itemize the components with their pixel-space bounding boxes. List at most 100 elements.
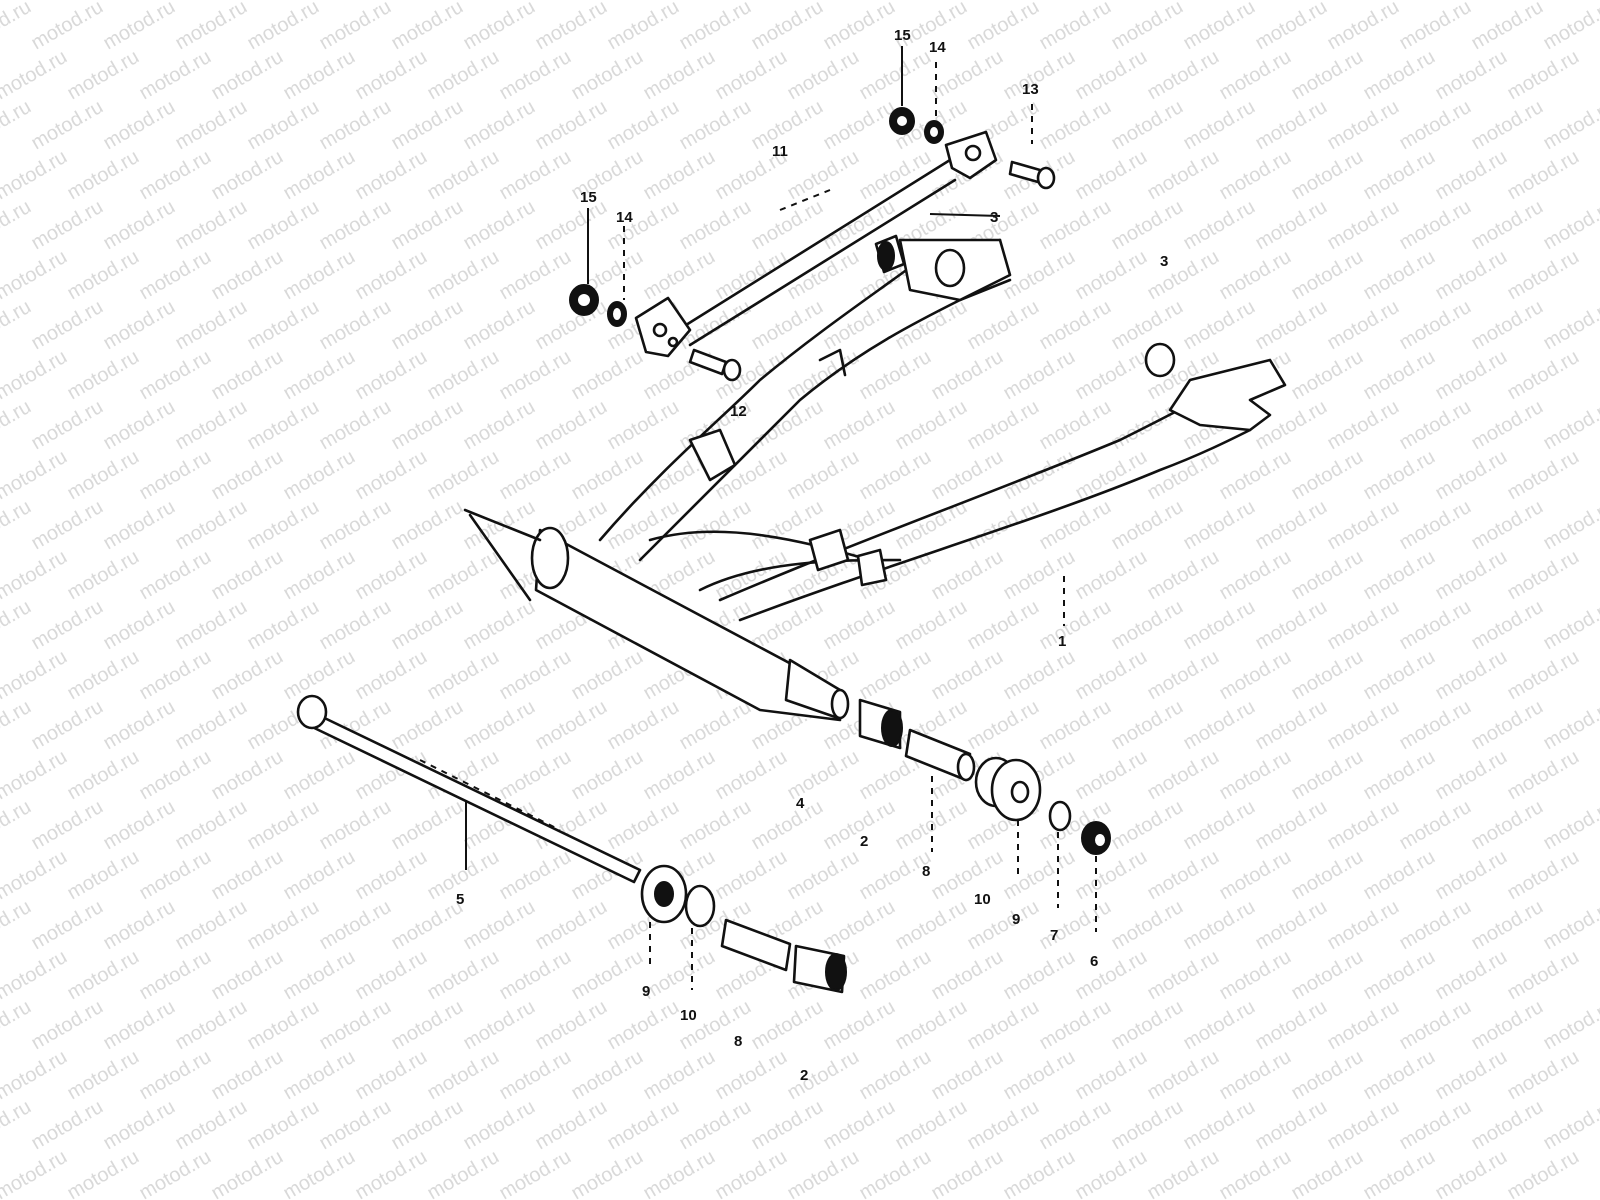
watermark-text: motod.ru bbox=[964, 1196, 1043, 1200]
watermark-text: motod.ru bbox=[1288, 246, 1367, 305]
watermark-text: motod.ru bbox=[964, 1096, 1043, 1155]
watermark-text: motod.ru bbox=[1360, 846, 1439, 905]
watermark-text: motod.ru bbox=[280, 746, 359, 805]
watermark-text: motod.ru bbox=[1288, 546, 1367, 605]
watermark-text: motod.ru bbox=[856, 46, 935, 105]
watermark-text: motod.ru bbox=[388, 496, 467, 555]
watermark-text: motod.ru bbox=[1108, 496, 1187, 555]
watermark-text: motod.ru bbox=[676, 0, 755, 54]
watermark-text: motod.ru bbox=[388, 396, 467, 455]
watermark-text: motod.ru bbox=[784, 846, 863, 905]
watermark-text: motod.ru bbox=[1000, 446, 1079, 505]
watermark-text: motod.ru bbox=[1468, 796, 1547, 855]
watermark-text: motod.ru bbox=[1036, 996, 1115, 1055]
watermark-text: motod.ru bbox=[928, 446, 1007, 505]
watermark-text: motod.ru bbox=[604, 1196, 683, 1200]
watermark-text: motod.ru bbox=[1432, 346, 1511, 405]
watermark-text: motod.ru bbox=[316, 1096, 395, 1155]
watermark-text: motod.ru bbox=[1108, 196, 1187, 255]
watermark-text: motod.ru bbox=[1540, 296, 1600, 355]
watermark-text: motod.ru bbox=[1252, 196, 1331, 255]
washer-9-left bbox=[640, 864, 688, 924]
watermark-text: motod.ru bbox=[604, 696, 683, 755]
callout-14-left: 14 bbox=[616, 209, 633, 226]
watermark-text: motod.ru bbox=[352, 846, 431, 905]
watermark-text: motod.ru bbox=[1360, 646, 1439, 705]
watermark-text: motod.ru bbox=[388, 696, 467, 755]
watermark-text: motod.ru bbox=[784, 446, 863, 505]
watermark-text: motod.ru bbox=[424, 1046, 503, 1105]
watermark-text: motod.ru bbox=[1036, 596, 1115, 655]
watermark-text: motod.ru bbox=[1504, 546, 1583, 605]
watermark-text: motod.ru bbox=[172, 0, 251, 54]
watermark-text: motod.ru bbox=[1504, 746, 1583, 805]
watermark-text: motod.ru bbox=[1108, 296, 1187, 355]
watermark-text: motod.ru bbox=[0, 946, 71, 1005]
watermark-text: motod.ru bbox=[64, 1146, 143, 1200]
watermark-text: motod.ru bbox=[1396, 1096, 1475, 1155]
watermark-text: motod.ru bbox=[316, 0, 395, 54]
watermark-text: motod.ru bbox=[604, 996, 683, 1055]
watermark-text: motod.ru bbox=[496, 0, 575, 4]
watermark-text: motod.ru bbox=[712, 846, 791, 905]
watermark-text: motod.ru bbox=[100, 396, 179, 455]
watermark-text: motod.ru bbox=[784, 0, 863, 4]
watermark-text: motod.ru bbox=[1036, 296, 1115, 355]
watermark-text: motod.ru bbox=[1036, 0, 1115, 54]
watermark-text: motod.ru bbox=[136, 746, 215, 805]
watermark-text: motod.ru bbox=[1432, 846, 1511, 905]
watermark-text: motod.ru bbox=[0, 0, 35, 54]
watermark-text: motod.ru bbox=[1000, 246, 1079, 305]
watermark-text: motod.ru bbox=[28, 796, 107, 855]
watermark-text: motod.ru bbox=[496, 346, 575, 405]
watermark-text: motod.ru bbox=[1000, 1046, 1079, 1105]
watermark-text: motod.ru bbox=[964, 296, 1043, 355]
watermark-text: motod.ru bbox=[1180, 0, 1259, 54]
watermark-text: motod.ru bbox=[640, 246, 719, 305]
watermark-text: motod.ru bbox=[172, 696, 251, 755]
watermark-text: motod.ru bbox=[1036, 696, 1115, 755]
watermark-text: motod.ru bbox=[1540, 1196, 1600, 1200]
watermark-text: motod.ru bbox=[856, 1146, 935, 1200]
watermark-text: motod.ru bbox=[28, 1096, 107, 1155]
watermark-text: motod.ru bbox=[280, 46, 359, 105]
watermark-text: motod.ru bbox=[1144, 246, 1223, 305]
watermark-text: motod.ru bbox=[1216, 146, 1295, 205]
watermark-text: motod.ru bbox=[820, 96, 899, 155]
watermark-text: motod.ru bbox=[1468, 696, 1547, 755]
callout-6: 6 bbox=[1090, 953, 1098, 970]
watermark-text: motod.ru bbox=[1000, 646, 1079, 705]
watermark-text: motod.ru bbox=[1288, 446, 1367, 505]
watermark-text: motod.ru bbox=[244, 996, 323, 1055]
watermark-text: motod.ru bbox=[532, 0, 611, 54]
watermark-text: motod.ru bbox=[136, 1146, 215, 1200]
watermark-text: motod.ru bbox=[280, 0, 359, 4]
watermark-text: motod.ru bbox=[460, 196, 539, 255]
watermark-text: motod.ru bbox=[1216, 246, 1295, 305]
watermark-text: motod.ru bbox=[1360, 946, 1439, 1005]
watermark-text: motod.ru bbox=[1540, 1096, 1600, 1155]
watermark-text: motod.ru bbox=[316, 396, 395, 455]
watermark-text: motod.ru bbox=[676, 1196, 755, 1200]
watermark-text: motod.ru bbox=[1468, 96, 1547, 155]
callout-13: 13 bbox=[1022, 81, 1039, 98]
watermark-text: motod.ru bbox=[496, 1046, 575, 1105]
watermark-text: motod.ru bbox=[0, 796, 35, 855]
watermark-text: motod.ru bbox=[676, 796, 755, 855]
watermark-text: motod.ru bbox=[0, 1146, 71, 1200]
watermark-text: motod.ru bbox=[496, 246, 575, 305]
watermark-text: motod.ru bbox=[1324, 0, 1403, 54]
watermark-text: motod.ru bbox=[1504, 46, 1583, 105]
watermark-text: motod.ru bbox=[244, 196, 323, 255]
watermark-text: motod.ru bbox=[568, 46, 647, 105]
watermark-text: motod.ru bbox=[1072, 946, 1151, 1005]
watermark-text: motod.ru bbox=[1216, 646, 1295, 705]
callout-5: 5 bbox=[456, 891, 464, 908]
watermark-text: motod.ru bbox=[136, 646, 215, 705]
watermark-text: motod.ru bbox=[1072, 1046, 1151, 1105]
watermark-text: motod.ru bbox=[676, 1096, 755, 1155]
watermark-text: motod.ru bbox=[100, 496, 179, 555]
watermark-text: motod.ru bbox=[892, 396, 971, 455]
callout-8-left: 8 bbox=[734, 1033, 742, 1050]
